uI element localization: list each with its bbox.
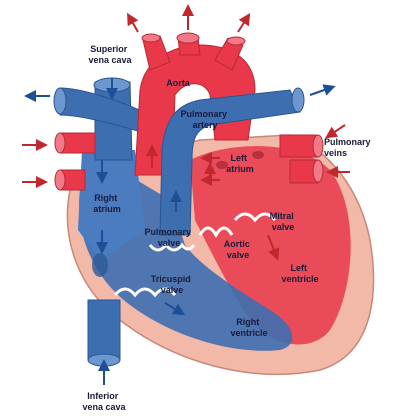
tricuspid-arrow [164,302,186,316]
left-ventricle-arrow [267,234,280,261]
aorta-branch-1-opening [141,33,161,43]
inferior-vena-cava-label: Inferior vena cava [82,391,126,412]
tricuspid-valve-label: Tricuspid valve [151,274,194,295]
pulmonary-vein-right-1-opening [312,134,324,158]
tricuspid-valve [113,287,177,298]
right-ventricle-label: Right ventricle [230,317,267,338]
mitral-valve [233,212,277,223]
pulmonary-vein-left-1-opening [54,132,66,154]
right-atrium-ostium [92,253,108,277]
left-atrium-pulmonary-vein-ostium-1 [216,161,228,169]
inferior-vena-cava [87,299,121,361]
pulmonary-artery-label: Pulmonary artery [180,109,229,130]
pulmonary-vein-right-1 [279,134,319,158]
superior-vena-cava-label: Superior vena cava [88,44,132,65]
aorta-branch-3-opening [226,36,246,46]
aortic-valve-label: Aortic valve [224,239,253,260]
pulmonary-artery-right-opening [291,87,305,113]
aorta-label: Aorta [166,78,190,88]
right-atrium-label: Right atrium [93,193,121,214]
pulmonary-valve [148,242,196,252]
pulmonary-veins-label: Pulmonary veins [324,137,373,158]
aortic-valve [198,226,234,239]
pulmonary-vein-right-2 [289,159,319,184]
right-atrium [78,150,145,260]
left-heart-chambers [190,146,351,345]
aorta-branch-3-arrow [237,12,251,33]
aorta-branch-1-arrow [127,12,139,33]
pulmonary-valve-label: Pulmonary valve [144,227,193,248]
pulmonary-vein-right-1-arrow [325,124,346,139]
left-ventricle-label: Left ventricle [281,263,318,284]
pulmonary-right-arrow [309,84,336,96]
pulmonary-vein-left-2-opening [54,169,66,191]
inferior-vena-cava-opening [87,353,121,367]
pulmonary-artery-left-opening [53,87,67,115]
mitral-valve-label: Mitral valve [270,211,297,232]
left-atrium-label: Left atrium [226,153,254,174]
left-atrium-pulmonary-vein-ostium-2 [252,151,264,159]
aorta-branch-3 [214,37,244,71]
aorta-branch-2-opening [176,32,200,44]
pulmonary-vein-right-2-opening [312,159,324,183]
aorta-branch-1 [142,35,171,71]
